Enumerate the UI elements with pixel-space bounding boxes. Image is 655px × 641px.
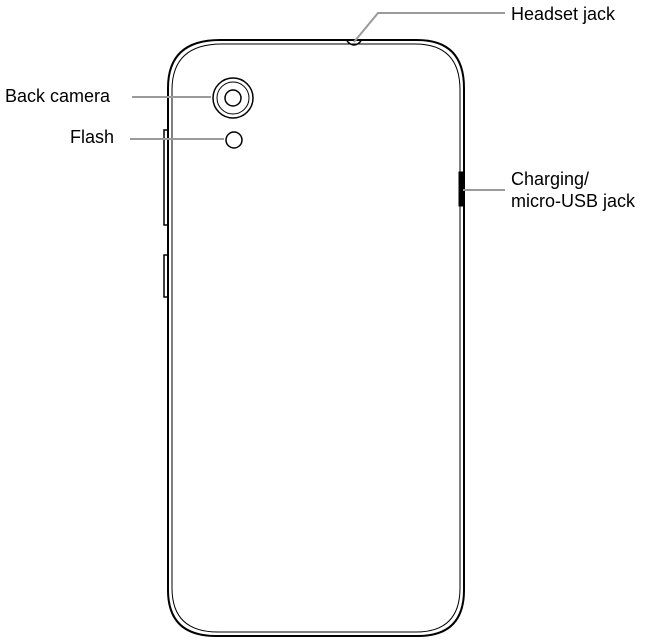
back-camera-outer-ring — [213, 78, 253, 118]
flash — [226, 132, 242, 148]
flash-label: Flash — [70, 126, 114, 148]
phone-body-outline — [168, 40, 464, 636]
back-camera-middle-ring — [217, 82, 249, 114]
charging-jack — [459, 172, 463, 206]
charging-jack-label: Charging/ micro-USB jack — [511, 168, 635, 212]
power-button — [164, 255, 168, 297]
volume-button — [164, 130, 168, 225]
phone-body-inner-edge — [172, 44, 460, 632]
charging-jack-label-line-2: micro-USB jack — [511, 190, 635, 212]
back-camera-label: Back camera — [5, 85, 110, 107]
callout-line-headset-jack — [354, 13, 505, 42]
headset-jack-label: Headset jack — [511, 3, 615, 25]
charging-jack-label-line-1: Charging/ — [511, 168, 635, 190]
back-camera-lens — [225, 90, 241, 106]
